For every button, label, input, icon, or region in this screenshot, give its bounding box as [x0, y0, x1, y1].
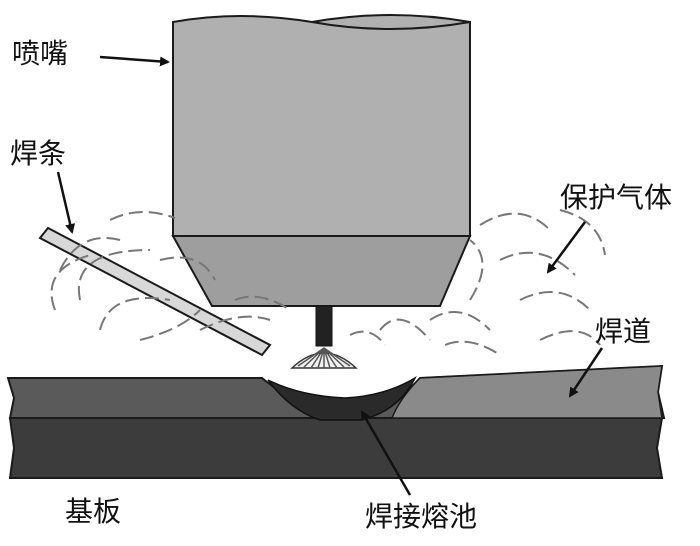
leader-arrows: [56, 55, 604, 496]
welding-wire: [315, 305, 333, 347]
weld-pool: [267, 376, 417, 421]
arrow-shielding-gas: [546, 221, 587, 274]
label-base-plate: 基板: [65, 495, 122, 528]
base-plate-bottom: [8, 417, 664, 479]
arrow-electrode: [56, 171, 76, 234]
label-shielding-gas: 保护气体: [560, 181, 673, 214]
nozzle-top-arc: [311, 21, 471, 30]
welding-arc: [290, 347, 358, 369]
label-weld-pool: 焊接熔池: [365, 500, 478, 533]
nozzle-tip: [171, 235, 472, 307]
weld-bead-region: [390, 365, 663, 419]
shielding-gas-swirls: [50, 209, 606, 356]
nozzle-body: [172, 14, 471, 237]
label-nozzle: 喷嘴: [12, 37, 69, 70]
arrow-weld-pool: [360, 410, 412, 496]
arrow-weld-bead: [568, 347, 604, 398]
arrow-nozzle: [99, 55, 170, 67]
label-electrode: 焊条: [10, 137, 67, 170]
label-weld-bead: 焊道: [595, 315, 652, 348]
